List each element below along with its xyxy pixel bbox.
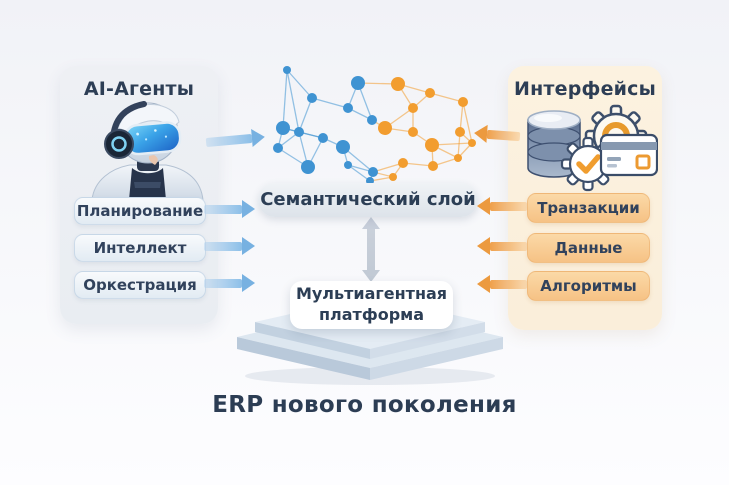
arrow-algorithms-to-semantic: [477, 275, 527, 293]
arrow-orchestration-to-semantic: [204, 274, 255, 292]
list-item-algorithms: Алгоритмы: [527, 271, 650, 301]
list-item-planning: Планирование: [74, 197, 206, 225]
ai-agent-robot-icon: [91, 101, 204, 200]
interfaces-panel: Интерфейсы: [508, 66, 662, 330]
multiagent-platform-node: Мультиагентная платформа: [290, 281, 453, 329]
bidirectional-arrow: [362, 217, 380, 282]
list-item-intelligence: Интеллект: [74, 234, 206, 262]
neural-network-graphic: [273, 66, 476, 185]
arrow-interfaces-to-network: [486, 129, 521, 142]
arrow-transactions-to-semantic: [477, 197, 527, 215]
list-item-data: Данные: [527, 233, 650, 263]
arrow-planning-to-semantic: [204, 200, 255, 218]
semantic-layer-node: Семантический слой: [258, 183, 478, 217]
database-icon: [527, 110, 581, 178]
arrow-data-to-semantic: [477, 237, 527, 255]
list-item-transactions: Транзакции: [527, 193, 650, 223]
interfaces-panel-title: Интерфейсы: [513, 78, 657, 100]
ai-agents-panel: AI-Агенты: [60, 66, 218, 324]
interfaces-icons: [527, 102, 658, 194]
gear-check-icon: [550, 126, 626, 194]
arrow-intelligence-to-semantic: [204, 237, 255, 255]
ai-agents-panel-title: AI-Агенты: [83, 78, 195, 100]
list-item-orchestration: Оркестрация: [74, 271, 206, 299]
payment-card-icon: [599, 133, 658, 177]
diagram-title: ERP нового поколения: [212, 392, 517, 418]
